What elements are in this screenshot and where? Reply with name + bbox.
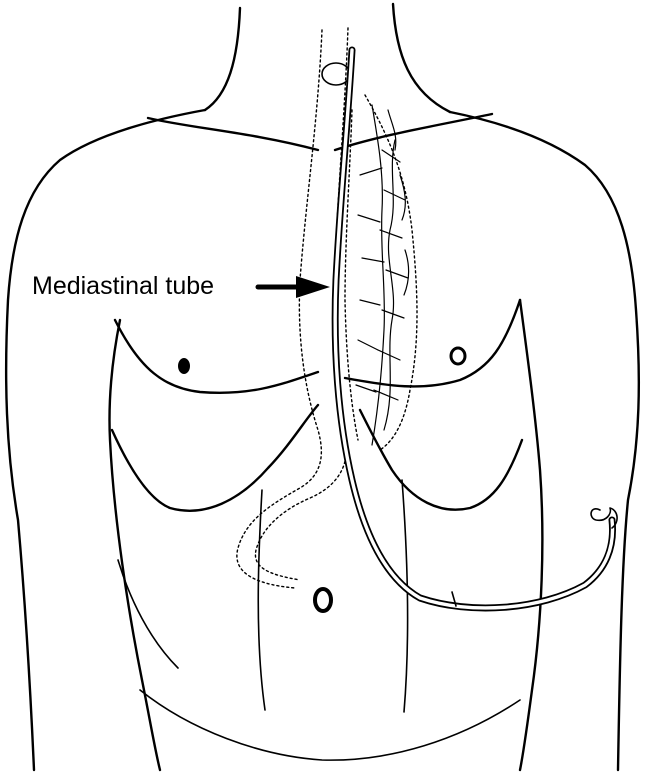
- left-clavicle: [146, 116, 320, 152]
- tube-lumen: [333, 48, 615, 610]
- lower-abdomen-curve: [139, 689, 521, 761]
- right-nipple: [449, 346, 467, 366]
- body-landmarks: [178, 346, 467, 613]
- left-abdomen-line: [257, 489, 266, 711]
- right-inner-arm-line: [518, 298, 544, 772]
- tube-fixation-mark: [451, 591, 457, 607]
- left-shoulder-arm-outline: [4, 108, 207, 772]
- mediastinal-vessels: [355, 104, 410, 446]
- tube-connector: [590, 507, 618, 529]
- esophagus-stomach-dotted-outline: [236, 27, 418, 589]
- neck-right-line: [391, 2, 452, 114]
- left-ribcage-edge: [110, 403, 320, 512]
- left-flank-line: [117, 559, 179, 669]
- right-ribcage-edge: [358, 408, 524, 511]
- annotation-arrow-head: [296, 276, 330, 298]
- mediastinal-tube: [331, 46, 618, 612]
- neck-left-line: [203, 6, 242, 112]
- navel: [313, 587, 333, 613]
- torso-outline: [4, 2, 641, 772]
- right-shoulder-arm-outline: [448, 110, 641, 772]
- left-pectoral: [113, 318, 320, 395]
- left-nipple: [178, 358, 190, 374]
- mediastinum-left-boundary: [344, 109, 359, 441]
- right-abdomen-line: [401, 479, 409, 713]
- esophagus-left-wall: [236, 29, 323, 589]
- annotation: Mediastinal tube: [32, 272, 330, 300]
- right-pectoral: [343, 298, 522, 388]
- left-inner-arm-line: [108, 318, 162, 772]
- right-clavicle: [333, 112, 494, 152]
- annotation-label: Mediastinal tube: [32, 272, 214, 300]
